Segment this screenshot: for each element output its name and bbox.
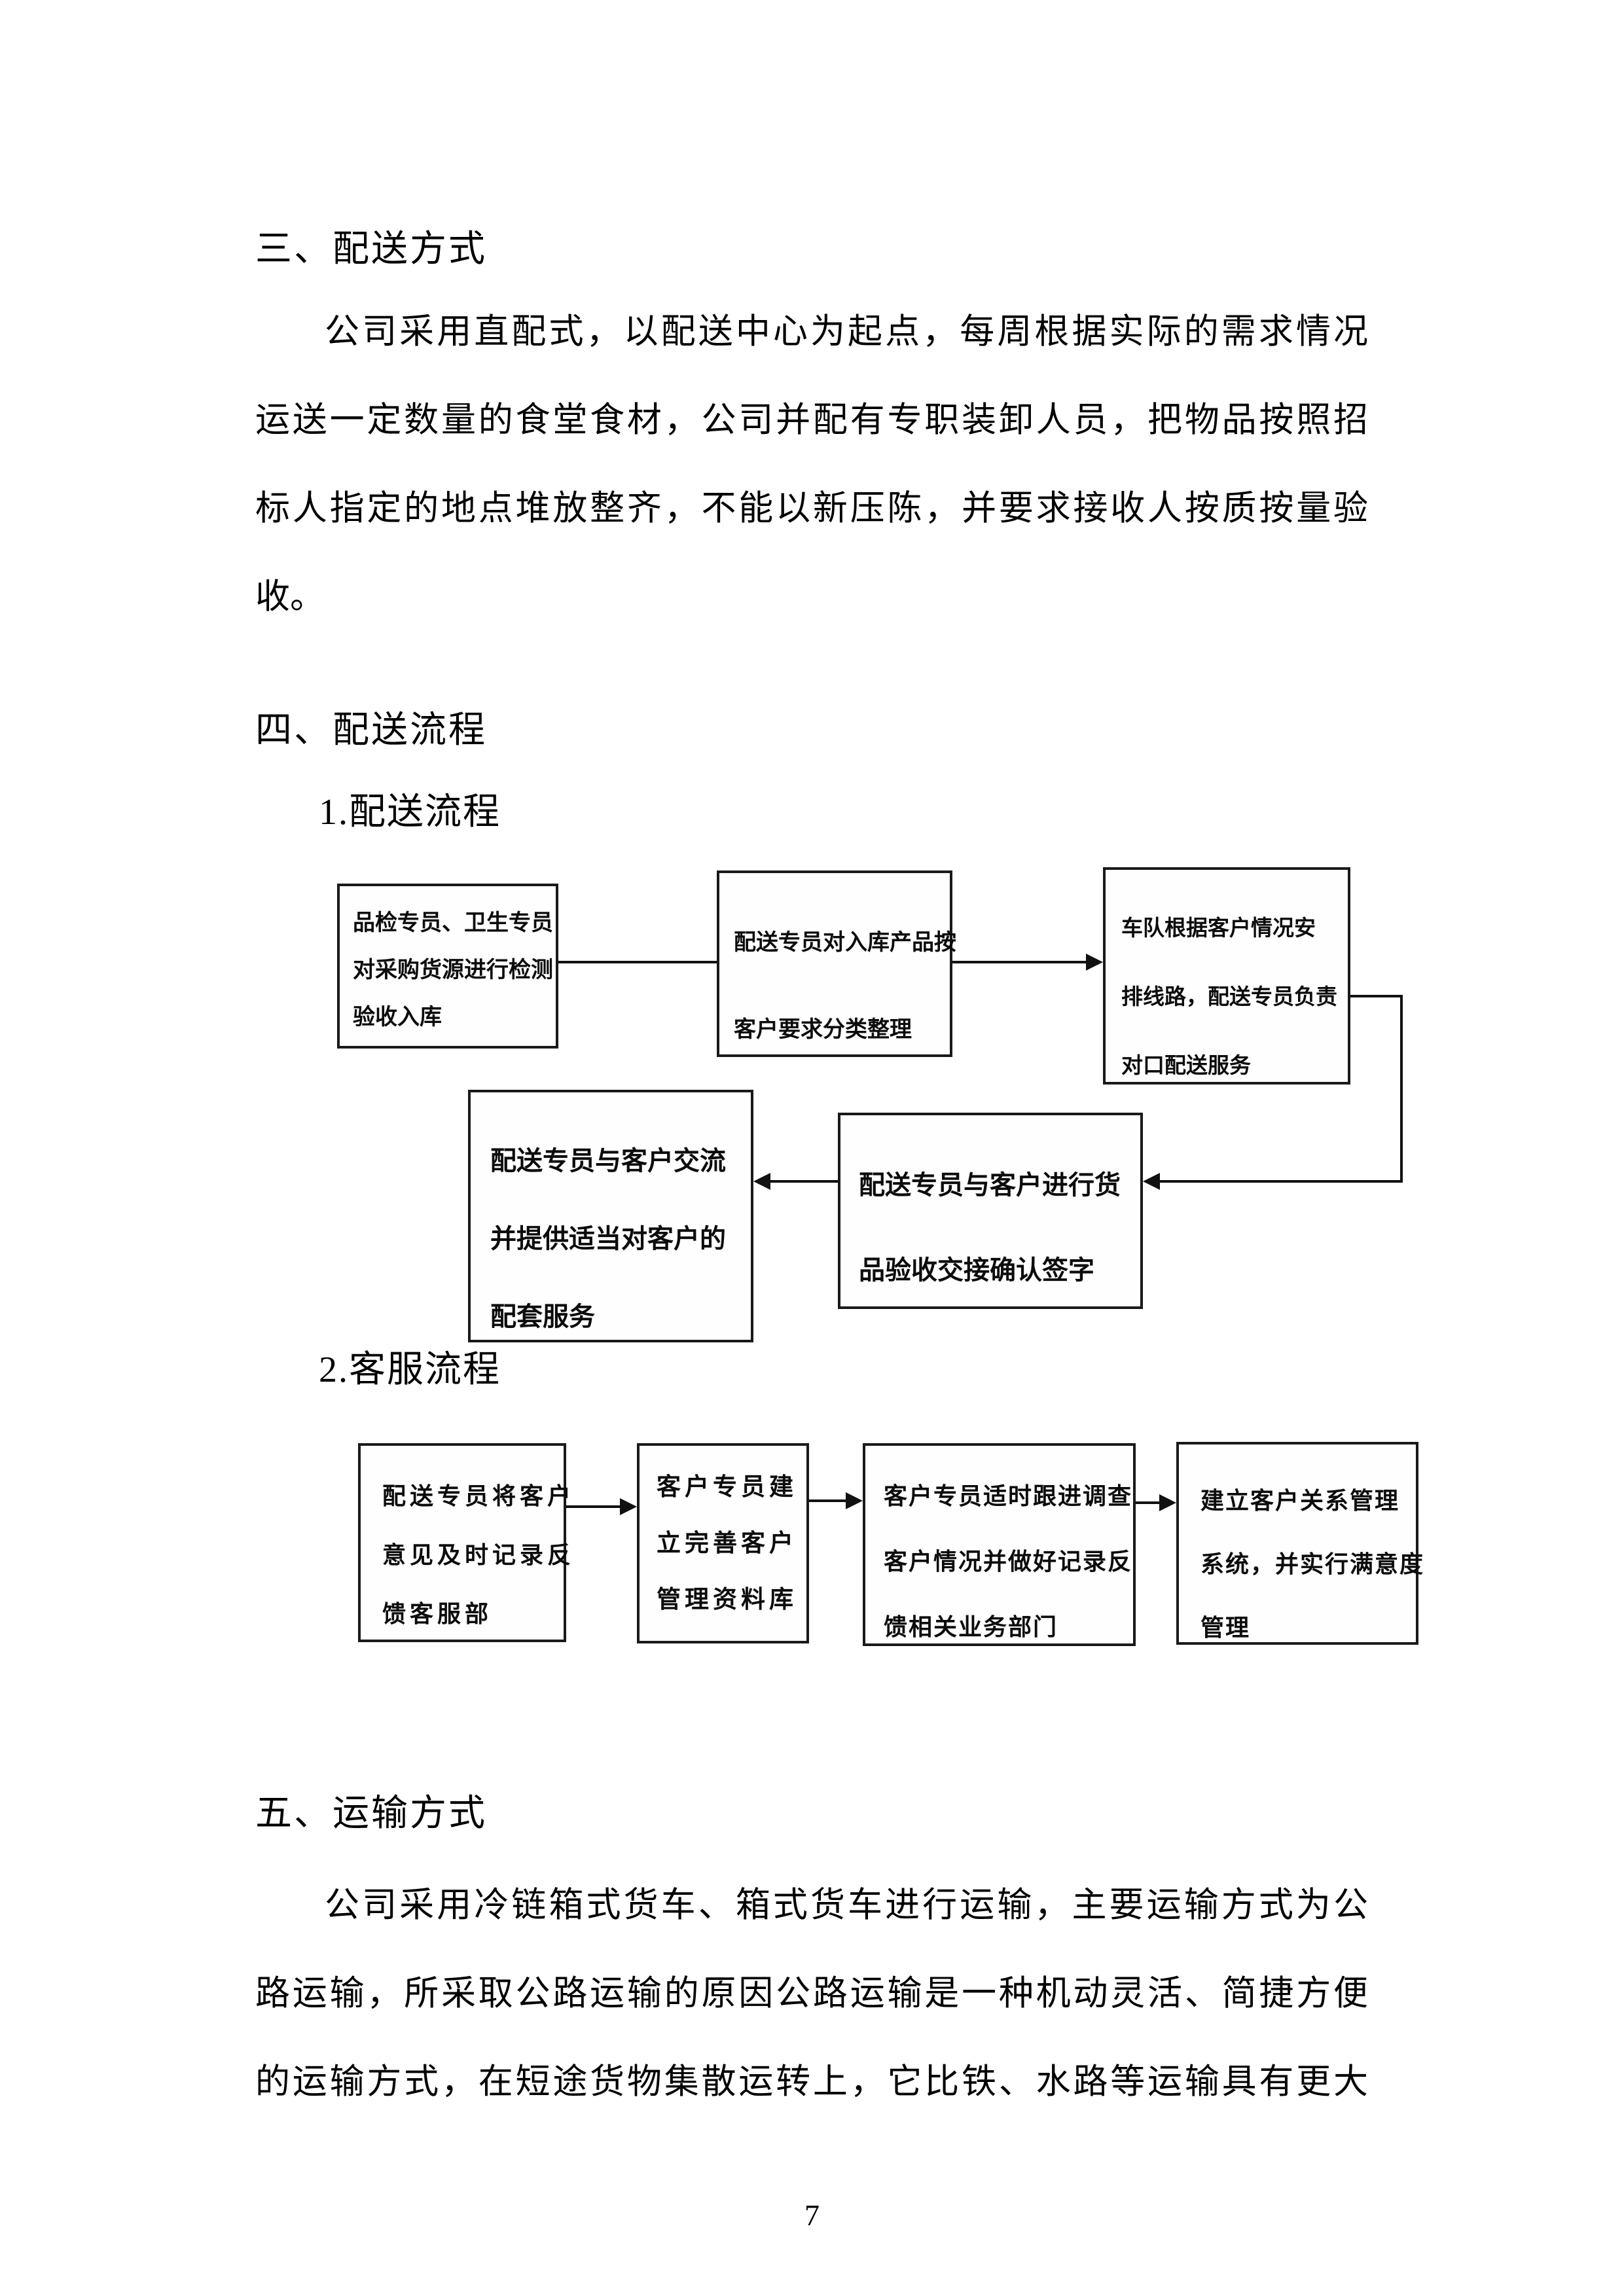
- flow-box-line: 排线路，配送专员负责: [1121, 984, 1337, 1009]
- flow-box-line: 建立客户关系管理: [1200, 1488, 1400, 1515]
- paragraph-line: 标人指定的地点堆放整齐，不能以新压陈，并要求接收人按质按量验: [255, 490, 1368, 528]
- flow-box-line: 客户情况并做好记录反: [884, 1549, 1133, 1575]
- section-5-paragraph: 公司采用冷链箱式货车、箱式货车进行运输，主要运输方式为公 路运输，所采取公路运输…: [255, 1861, 1368, 2126]
- connector-line: [770, 1180, 838, 1183]
- delivery-flow-box-3: 车队根据客户情况安 排线路，配送专员负责 对口配送服务: [1103, 867, 1350, 1085]
- flow-box-line: 配送专员对入库产品按: [734, 929, 956, 956]
- delivery-flow-box-5: 配送专员与客户交流 并提供适当对客户的 配套服务: [468, 1090, 753, 1342]
- section-3-heading: 三、配送方式: [255, 229, 487, 270]
- connector-line: [558, 961, 717, 963]
- delivery-flow-box-1: 品检专员、卫生专员 对采购货源进行检测 验收入库: [337, 884, 558, 1049]
- delivery-flow-box-4: 配送专员与客户进行货 品验收交接确认签字: [838, 1113, 1143, 1309]
- arrowhead-left-icon: [1143, 1173, 1160, 1190]
- flow-box-line: 立完善客户: [657, 1529, 797, 1557]
- arrowhead-left-icon: [753, 1173, 770, 1190]
- service-flow-box-2: 客户专员建 立完善客户 管理资料库: [637, 1443, 809, 1643]
- connector-line: [1350, 995, 1403, 997]
- flow-box-line: 品验收交接确认签字: [859, 1255, 1094, 1285]
- connector-line: [1136, 1501, 1159, 1504]
- connector-line: [952, 961, 1087, 963]
- flow-box-line: 馈客服部: [382, 1601, 493, 1628]
- page-number: 7: [804, 2198, 820, 2232]
- paragraph-line: 路运输，所采取公路运输的原因公路运输是一种机动灵活、简捷方便: [255, 1975, 1368, 2013]
- paragraph-line: 公司采用直配式，以配送中心为起点，每周根据实际的需求情况: [325, 313, 1368, 351]
- arrowhead-right-icon: [620, 1498, 637, 1515]
- service-flow-box-4: 建立客户关系管理 系统，并实行满意度 管理: [1176, 1442, 1425, 1645]
- flow-box-line: 馈相关业务部门: [884, 1614, 1058, 1641]
- connector-line: [1400, 995, 1403, 1183]
- flow-box-line: 管理: [1200, 1615, 1251, 1641]
- flow-box-line: 客户专员建: [657, 1473, 797, 1501]
- flow-box-line: 客户专员适时跟进调查: [884, 1483, 1133, 1510]
- flow-box-line: 意见及时记录反: [382, 1542, 575, 1569]
- connector-line: [566, 1505, 620, 1508]
- paragraph-line: 运送一定数量的食堂食材，公司并配有专职装卸人员，把物品按照招: [255, 401, 1368, 439]
- section-4-subheading-2: 2.客服流程: [319, 1350, 501, 1390]
- flow-box-line: 配送专员与客户交流: [490, 1146, 726, 1176]
- flow-box-line: 对采购货源进行检测: [353, 957, 553, 983]
- arrowhead-right-icon: [1086, 954, 1103, 971]
- paragraph-line: 收。: [255, 578, 325, 616]
- flow-box-line: 车队根据客户情况安: [1121, 915, 1316, 941]
- flow-box-line: 管理资料库: [657, 1585, 797, 1613]
- flow-box-line: 系统，并实行满意度: [1200, 1551, 1425, 1578]
- arrowhead-right-icon: [846, 1492, 863, 1509]
- flow-box-line: 客户要求分类整理: [734, 1016, 912, 1043]
- section-5-heading: 五、运输方式: [255, 1793, 487, 1834]
- connector-line: [1160, 1180, 1403, 1183]
- flow-box-line: 品检专员、卫生专员: [353, 910, 553, 936]
- flow-box-line: 配送专员将客户: [382, 1483, 575, 1510]
- section-3-paragraph: 公司采用直配式，以配送中心为起点，每周根据实际的需求情况 运送一定数量的食堂食材…: [255, 288, 1368, 641]
- flow-box-line: 对口配送服务: [1121, 1052, 1251, 1078]
- section-4-subheading-1: 1.配送流程: [319, 792, 501, 833]
- flow-box-line: 并提供适当对客户的: [490, 1224, 726, 1254]
- service-flow-box-1: 配送专员将客户 意见及时记录反 馈客服部: [358, 1443, 575, 1642]
- flow-box-line: 配套服务: [490, 1302, 595, 1332]
- section-4-heading: 四、配送流程: [255, 710, 487, 751]
- flow-box-line: 验收入库: [353, 1004, 442, 1030]
- service-flow-box-3: 客户专员适时跟进调查 客户情况并做好记录反 馈相关业务部门: [863, 1443, 1136, 1646]
- paragraph-line: 的运输方式，在短途货物集散运转上，它比铁、水路等运输具有更大: [255, 2063, 1368, 2101]
- flow-box-line: 配送专员与客户进行货: [859, 1170, 1121, 1200]
- connector-line: [809, 1499, 846, 1502]
- delivery-flow-box-2: 配送专员对入库产品按 客户要求分类整理: [717, 870, 956, 1057]
- arrowhead-right-icon: [1159, 1494, 1176, 1511]
- paragraph-line: 公司采用冷链箱式货车、箱式货车进行运输，主要运输方式为公: [325, 1886, 1368, 1924]
